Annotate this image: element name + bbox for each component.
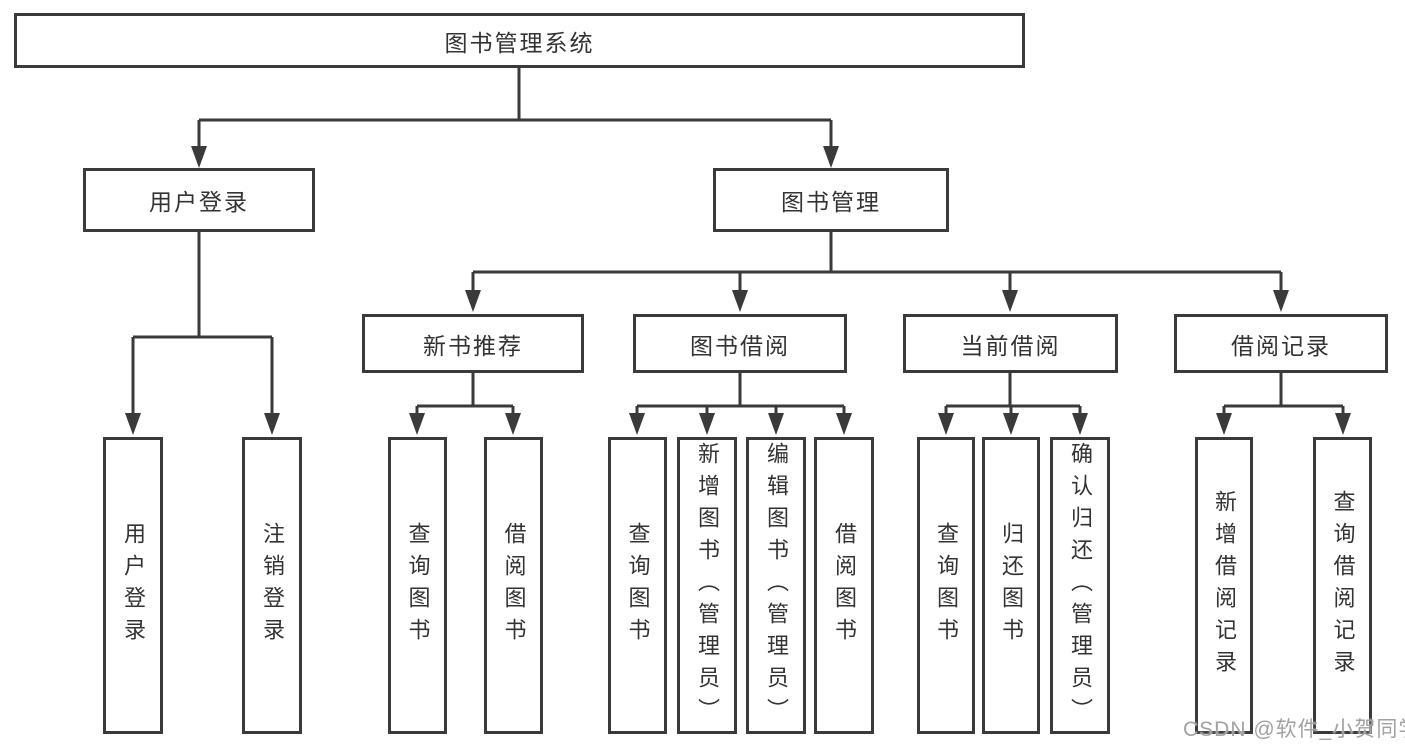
node-book-management: 图书管理 (713, 168, 949, 232)
leaf-query-borrow-record-label: 查询借阅记录 (1330, 489, 1356, 682)
leaf-borrow-books-2: 借阅图书 (814, 437, 874, 734)
leaf-borrow-books-1: 借阅图书 (484, 437, 543, 734)
node-root: 图书管理系统 (14, 13, 1025, 68)
node-book-borrowing-label: 图书借阅 (690, 332, 790, 359)
leaf-add-book-admin: 新增图书（管理员） (677, 437, 737, 734)
leaf-add-borrow-record: 新增借阅记录 (1195, 437, 1253, 734)
leaf-user-login: 用户登录 (103, 437, 163, 734)
watermark: CSDN @软件_小贺同学 (1183, 718, 1405, 741)
node-root-label: 图书管理系统 (444, 29, 595, 56)
leaf-logout-label: 注销登录 (260, 521, 285, 650)
leaf-query-books-3: 查询图书 (917, 437, 975, 734)
leaf-add-borrow-record-label: 新增借阅记录 (1212, 489, 1237, 682)
node-book-management-label: 图书管理 (781, 189, 881, 215)
leaf-confirm-return-admin-label: 确认归还（管理员） (1068, 441, 1093, 730)
node-new-book-recommendation-label: 新书推荐 (423, 332, 523, 359)
leaf-borrow-books-2-label: 借阅图书 (832, 521, 857, 650)
leaf-query-books-1: 查询图书 (388, 437, 447, 734)
node-user-login-label: 用户登录 (149, 189, 249, 215)
node-book-borrowing: 图书借阅 (633, 314, 847, 373)
leaf-logout: 注销登录 (242, 437, 302, 734)
leaf-borrow-books-1-label: 借阅图书 (501, 521, 527, 650)
leaf-edit-book-admin-label: 编辑图书（管理员） (764, 441, 789, 730)
node-borrowing-records-label: 借阅记录 (1231, 332, 1331, 359)
leaf-return-books-label: 归还图书 (999, 521, 1024, 650)
node-borrowing-records: 借阅记录 (1174, 314, 1388, 373)
node-current-borrowing: 当前借阅 (903, 314, 1118, 373)
leaf-query-books-1-label: 查询图书 (405, 521, 431, 650)
leaf-confirm-return-admin: 确认归还（管理员） (1050, 437, 1110, 734)
leaf-query-borrow-record: 查询借阅记录 (1313, 437, 1372, 734)
leaf-user-login-label: 用户登录 (121, 521, 146, 650)
leaf-query-books-2: 查询图书 (608, 437, 667, 734)
leaf-edit-book-admin: 编辑图书（管理员） (746, 437, 806, 734)
node-new-book-recommendation: 新书推荐 (362, 314, 584, 373)
leaf-query-books-2-label: 查询图书 (625, 521, 651, 650)
leaf-add-book-admin-label: 新增图书（管理员） (695, 441, 720, 730)
node-current-borrowing-label: 当前借阅 (960, 332, 1061, 359)
leaf-return-books: 归还图书 (982, 437, 1040, 734)
node-user-login: 用户登录 (83, 168, 315, 232)
leaf-query-books-3-label: 查询图书 (934, 521, 959, 650)
